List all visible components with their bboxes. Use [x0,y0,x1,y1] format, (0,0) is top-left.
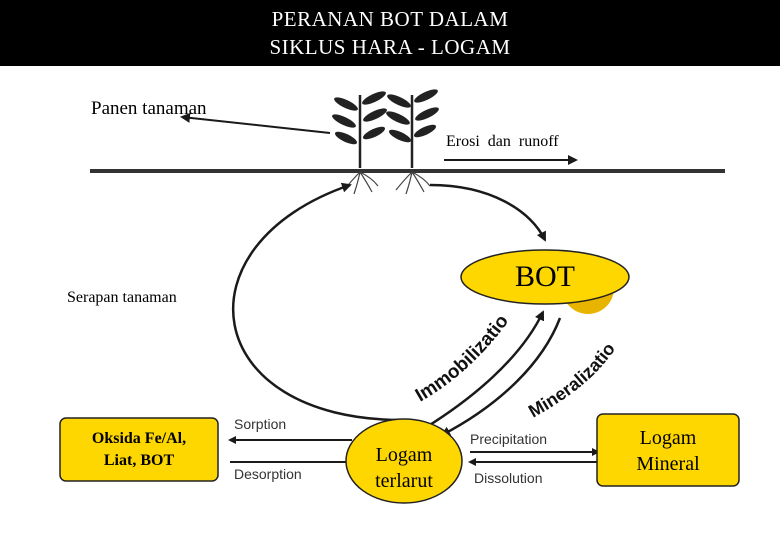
dissolution-label: Dissolution [474,470,542,486]
dissolved-metal-text: Logam terlarut [346,442,462,494]
erosion-label: Erosi dan runoff [446,133,559,151]
harvest-label: Panen tanaman [91,98,207,120]
uptake-arrow [233,185,402,420]
residue-arrow [430,185,545,240]
oxide-box-text: Oksida Fe/Al, Liat, BOT [60,428,218,472]
uptake-label: Serapan tanaman [67,289,177,307]
mineralization-label: Mineralization [0,0,619,421]
sorption-label: Sorption [234,416,286,432]
oxide-line-2: Liat, BOT [60,450,218,472]
dissolved-line-1: Logam [346,442,462,468]
oxide-line-1: Oksida Fe/Al, [60,428,218,450]
wheat-plant-icon [331,87,441,194]
precipitation-label: Precipitation [470,431,547,447]
desorption-label: Desorption [234,466,302,482]
immobilization-label: Immobilization [0,0,513,406]
mineral-metal-text: Logam Mineral [597,425,739,477]
mineral-line-1: Logam [597,425,739,451]
dissolved-line-2: terlarut [346,468,462,494]
bot-label: BOT [480,260,610,294]
mineral-line-2: Mineral [597,451,739,477]
